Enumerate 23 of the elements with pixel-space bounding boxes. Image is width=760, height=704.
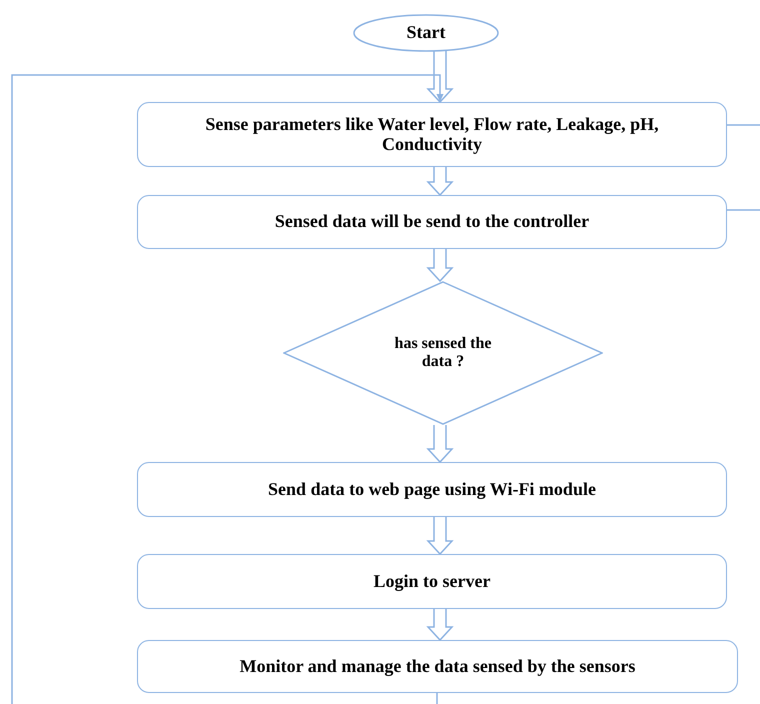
process-box <box>137 554 727 609</box>
block-arrow <box>426 608 454 642</box>
decision-diamond <box>283 281 603 425</box>
process-box <box>137 195 727 249</box>
arrow <box>11 74 444 704</box>
connector-line <box>436 693 438 704</box>
node-label: Sense parameters like Water level, Flow rate, Leakage, pH, Conductivity <box>204 114 660 154</box>
node-label: Login to server <box>374 572 490 592</box>
node-label: Start <box>406 23 446 43</box>
node-label: Sensed data will be send to the controller <box>274 212 590 232</box>
process-box <box>137 462 727 517</box>
connector-line <box>727 124 760 126</box>
node-label: has sensed the data ? <box>394 335 492 371</box>
node-label: Monitor and manage the data sensed by the sensors <box>240 656 636 676</box>
block-arrow <box>426 516 454 556</box>
process-box <box>137 640 738 693</box>
terminal-ellipse <box>353 14 499 52</box>
process-box <box>137 102 727 167</box>
node-label: Send data to web page using Wi-Fi module <box>268 480 596 500</box>
connector-line <box>727 209 760 211</box>
block-arrow <box>426 424 454 464</box>
block-arrow <box>426 248 454 282</box>
block-arrow <box>426 166 454 196</box>
